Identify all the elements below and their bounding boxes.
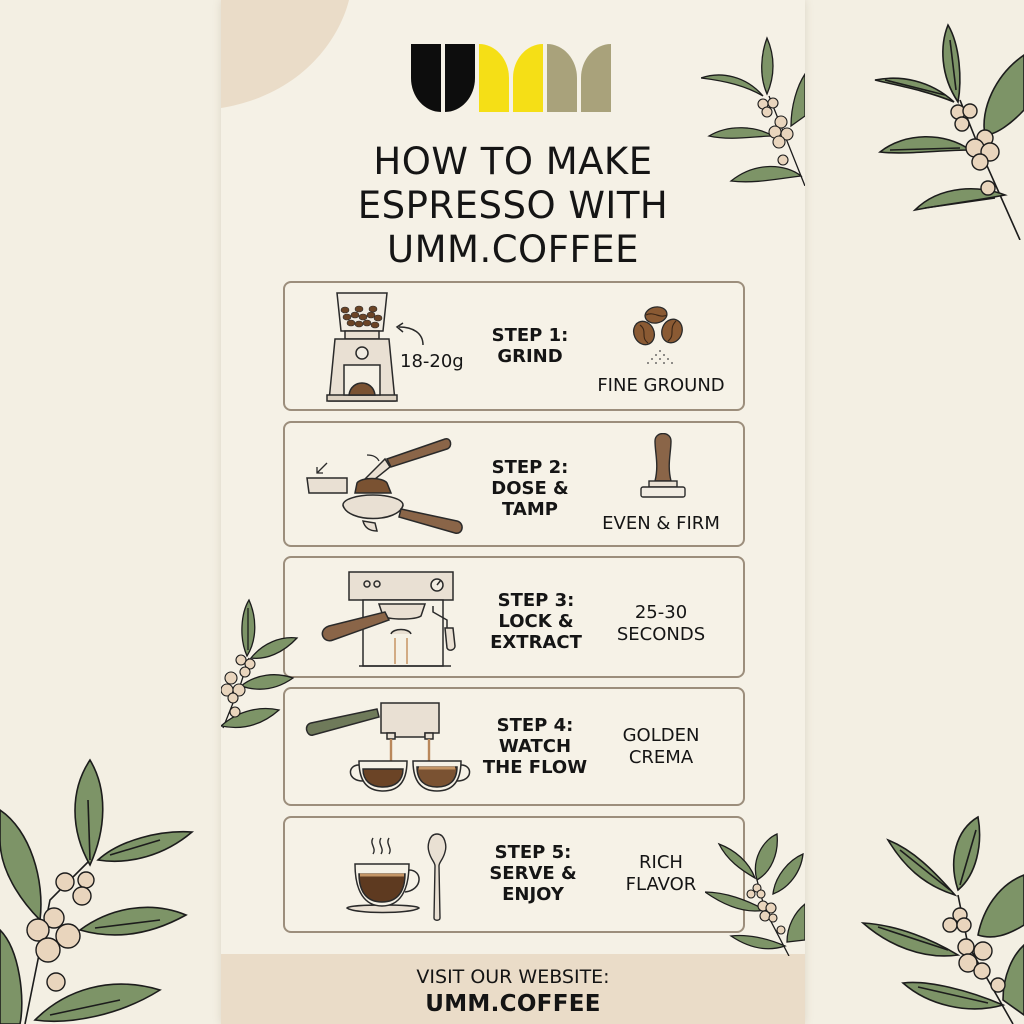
coffee-branch-right-bottom-icon — [705, 833, 805, 956]
step-card-2: STEP 2: DOSE & TAMP EVEN & FIRM — [283, 421, 745, 547]
visit-website-label: VISIT OUR WEBSITE: — [416, 966, 610, 988]
step-card-5: STEP 5: SERVE & ENJOY RICH FLAVOR — [283, 816, 745, 933]
portafilter-icon — [306, 438, 463, 534]
umm-logo — [411, 44, 611, 112]
title-line-3: UMM.COFFEE — [387, 228, 639, 271]
coffee-cup-icon — [346, 837, 420, 914]
coffee-branch-top-right-icon — [874, 23, 1024, 240]
tamper-icon — [640, 433, 686, 498]
step-card-1: 18-20g STEP 1: GRIND FINE GROUND — [283, 281, 745, 411]
coffee-branch-bottom-right-icon — [860, 815, 1024, 1024]
logo-letter-m2-left — [547, 44, 577, 112]
step-5-note: RICH FLAVOR — [625, 852, 697, 895]
step-3-label: STEP 3: LOCK & EXTRACT — [490, 590, 582, 653]
title-line-2: ESPRESSO WITH — [357, 184, 669, 227]
infographic-poster: HOW TO MAKE ESPRESSO WITH UMM.COFFEE — [221, 0, 805, 1024]
step-1-amount: 18-20g — [400, 351, 464, 372]
title-line-1: HOW TO MAKE — [373, 140, 653, 183]
coffee-branch-bottom-left-icon — [0, 758, 195, 1024]
step-3-note: 25-30 SECONDS — [616, 602, 706, 645]
page-title: HOW TO MAKE ESPRESSO WITH UMM.COFFEE — [221, 140, 805, 272]
logo-letter-m1-right — [513, 44, 543, 112]
step-2-note: EVEN & FIRM — [602, 513, 720, 534]
website-link[interactable]: UMM.COFFEE — [425, 991, 601, 1017]
logo-letter-m1-left — [479, 44, 509, 112]
coffee-branch-left-edge-icon — [221, 598, 299, 729]
step-4-note: GOLDEN CREMA — [622, 725, 700, 768]
coffee-branch-right-top-icon — [701, 36, 805, 186]
coffee-grinder-icon — [326, 292, 424, 402]
coffee-beans-icon — [632, 306, 683, 364]
decorative-blob — [221, 0, 349, 108]
espresso-machine-icon — [321, 571, 456, 667]
step-1-note: FINE GROUND — [597, 375, 725, 396]
logo-letter-u-left — [411, 44, 441, 112]
step-4-label: STEP 4: WATCH THE FLOW — [482, 715, 588, 778]
step-2-label: STEP 2: DOSE & TAMP — [491, 457, 569, 520]
footer: VISIT OUR WEBSITE: UMM.COFFEE — [221, 954, 805, 1024]
logo-letter-u-right — [445, 44, 475, 112]
step-1-label: STEP 1: GRIND — [491, 325, 569, 367]
espresso-pour-icon — [305, 702, 471, 792]
logo-letter-m2-right — [581, 44, 611, 112]
step-card-4: STEP 4: WATCH THE FLOW GOLDEN CREMA — [283, 687, 745, 806]
step-5-label: STEP 5: SERVE & ENJOY — [489, 842, 577, 905]
spoon-icon — [427, 833, 447, 921]
step-card-3: STEP 3: LOCK & EXTRACT 25-30 SECONDS — [283, 556, 745, 678]
